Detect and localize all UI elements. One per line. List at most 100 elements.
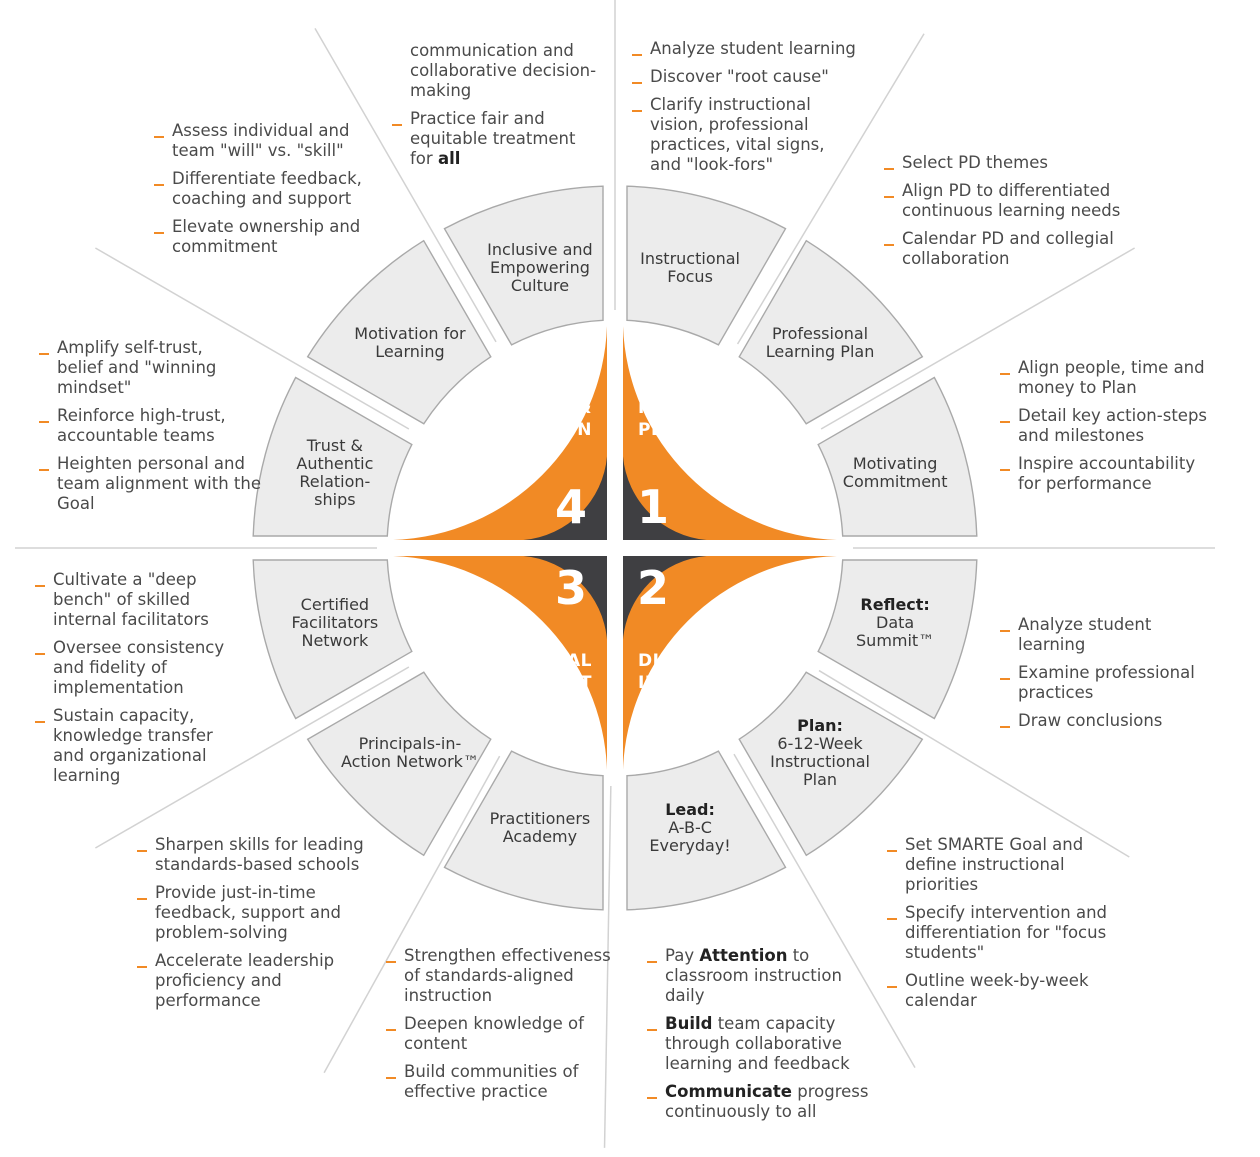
detail-item: Outline week-by-week calendar (887, 971, 1105, 1011)
ring-segment (817, 376, 978, 537)
ring-segment (443, 750, 604, 911)
detail-item: Draw conclusions (1000, 711, 1200, 731)
detail-item: Align PD to differentiated continuous le… (884, 181, 1139, 221)
detail-item: Analyze student learning (632, 39, 882, 59)
detail-item: Select PD themes (884, 153, 1139, 173)
quadrant-number: 3 (555, 561, 587, 615)
details-instructional-plan: Set SMARTE Goal and define instructional… (887, 835, 1122, 1019)
detail-item: Pay Attention to classroom instruction d… (647, 946, 879, 1006)
detail-item: Specify intervention and differentiation… (887, 903, 1122, 963)
divider-ray (820, 247, 1135, 430)
detail-item: Detail key action-steps and milestones (1000, 406, 1220, 446)
divider-lines (15, 0, 1215, 1148)
ring-segment (306, 671, 492, 857)
details-trust-relationships: Amplify self-trust, belief and "winning … (39, 338, 269, 522)
detail-item: Calendar PD and collegial collaboration (884, 229, 1147, 269)
ring-segment (252, 559, 413, 720)
divider-ray (603, 785, 612, 1148)
detail-item: Communicate progress continuously to all (647, 1082, 879, 1122)
detail-item: Examine professional practices (1000, 663, 1200, 703)
detail-item: Accelerate leadership proficiency and pe… (137, 951, 370, 1011)
detail-item: Elevate ownership and commitment (154, 217, 377, 257)
quadrant-3 (393, 556, 607, 770)
detail-item: Reinforce high-trust, accountable teams (39, 406, 269, 446)
detail-item: Clarify instructional vision, profession… (632, 95, 855, 175)
quadrant-1 (623, 326, 837, 540)
detail-item: Discover "root cause" (632, 67, 882, 87)
detail-item: Sharpen skills for leading standards-bas… (137, 835, 382, 875)
detail-item: Amplify self-trust, belief and "winning … (39, 338, 247, 398)
quadrant-2 (623, 556, 837, 770)
divider-ray (95, 247, 410, 430)
quadrant-number: 4 (555, 480, 587, 534)
details-practitioners-academy: Strengthen effectiveness of standards-al… (386, 946, 626, 1110)
ring-segment (443, 185, 604, 346)
divider-ray (95, 666, 410, 849)
detail-item: Assess individual and team "will" vs. "s… (154, 121, 372, 161)
details-instructional-focus: Analyze student learning Discover "root … (632, 39, 882, 183)
details-motivating-commitment: Align people, time and money to Plan Det… (1000, 358, 1220, 502)
hub-quarter (623, 556, 707, 640)
detail-item: Differentiate feedback, coaching and sup… (154, 169, 379, 209)
detail-item: Practice fair and equitable treatment fo… (392, 109, 602, 169)
details-professional-learning-plan: Select PD themes Align PD to differentia… (884, 153, 1139, 277)
detail-item: Build communities of effective practice (386, 1062, 594, 1102)
ring-segment (306, 239, 492, 425)
ring-segment (252, 376, 413, 537)
divider-ray (733, 753, 916, 1068)
ring-segment (817, 559, 978, 720)
detail-item: Oversee consistency and fidelity of impl… (35, 638, 243, 698)
detail-item: Align people, time and money to Plan (1000, 358, 1220, 398)
details-principals-network: Sharpen skills for leading standards-bas… (137, 835, 382, 1019)
ring-segment (738, 671, 924, 857)
quadrant-title: TRUST &MOTIVATION (467, 398, 592, 440)
detail-item: Deepen knowledge of content (386, 1014, 594, 1054)
detail-item: Provide just-in-time feedback, support a… (137, 883, 370, 943)
details-motivation-learning: Assess individual and team "will" vs. "s… (154, 121, 379, 265)
quadrant-4 (393, 326, 607, 540)
segment-label: Principals-in-Action Network™ (341, 734, 479, 771)
divider-ray (736, 33, 925, 345)
details-data-summit: Analyze student learning Examine profess… (1000, 615, 1200, 739)
hub-quarter (523, 556, 607, 640)
divider-ray (323, 755, 501, 1074)
detail-item: Heighten personal and team alignment wit… (39, 454, 269, 514)
detail-item: Cultivate a "deep bench" of skilled inte… (35, 570, 233, 630)
detail-item: Analyze student learning (1000, 615, 1178, 655)
ring-segment (738, 239, 924, 425)
ring-segment (626, 185, 787, 346)
quadrant-number: 2 (637, 561, 669, 615)
details-facilitators-network: Cultivate a "deep bench" of skilled inte… (35, 570, 245, 794)
divider-ray (314, 28, 497, 343)
detail-item: Strengthen effectiveness of standards-al… (386, 946, 626, 1006)
detail-item: Inspire accountability for performance (1000, 454, 1218, 494)
hub-quarter (623, 456, 707, 540)
hub-quarter (523, 456, 607, 540)
divider-ray (818, 669, 1130, 858)
ring-segment (626, 750, 787, 911)
detail-item: communication and collaborative decision… (410, 41, 597, 100)
details-abc-everyday: Pay Attention to classroom instruction d… (647, 946, 879, 1130)
detail-item: Set SMARTE Goal and define instructional… (887, 835, 1122, 895)
detail-item: Build team capacity through collaborativ… (647, 1014, 879, 1074)
details-inclusive-culture: communication and collaborative decision… (392, 41, 602, 177)
detail-item: Sustain capacity, knowledge transfer and… (35, 706, 233, 786)
